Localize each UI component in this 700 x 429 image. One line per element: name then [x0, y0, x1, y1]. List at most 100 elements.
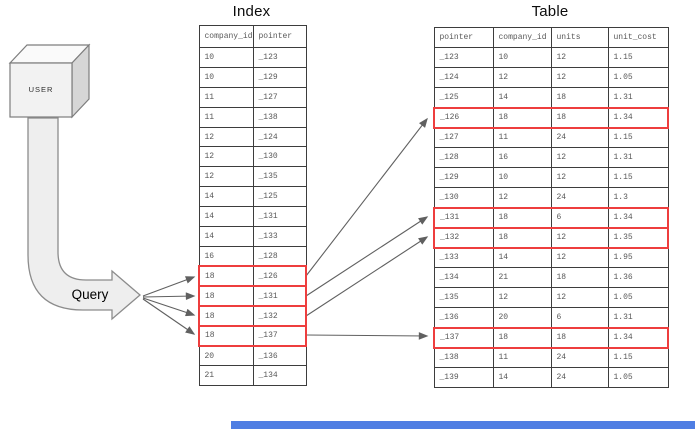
table-cell: _127 [433, 127, 494, 148]
table-cell: 24 [550, 367, 609, 388]
table-cell: 10 [492, 167, 552, 188]
table-cell: _128 [252, 245, 307, 267]
query-fan-arrow-2 [142, 292, 196, 301]
index-table-title: Index [232, 3, 271, 20]
table-cell: 14 [492, 87, 552, 108]
query-arrow-icon [27, 117, 141, 321]
table-cell: 1.31 [607, 87, 669, 108]
highlighted-row: 18_137 [198, 324, 307, 347]
user-label: USER [28, 85, 54, 94]
table-cell: 18 [550, 267, 609, 288]
table-cell: 1.34 [607, 326, 669, 349]
column-header: pointer [433, 27, 494, 48]
table-cell: 6 [550, 307, 609, 328]
table-cell: 11 [492, 347, 552, 368]
table-cell: 1.34 [607, 206, 669, 229]
table-cell: 14 [198, 206, 254, 228]
table-cell: 1.31 [607, 147, 669, 168]
table-cell: 12 [492, 67, 552, 88]
table-cell: 10 [198, 66, 254, 88]
highlighted-row: 18_126 [198, 265, 307, 288]
table-cell: 18 [492, 206, 552, 229]
table-cell: 1.05 [607, 287, 669, 308]
table-cell: 12 [492, 287, 552, 308]
table-cell: 1.15 [607, 127, 669, 148]
table-cell: 21 [492, 267, 552, 288]
table-cell: 12 [492, 187, 552, 208]
table-cell: _136 [252, 345, 307, 367]
table-cell: _124 [433, 67, 494, 88]
table-cell: 1.05 [607, 367, 669, 388]
table-cell: _138 [433, 347, 494, 368]
table-cell: 18 [550, 326, 609, 349]
table-cell: _135 [252, 166, 307, 188]
table-cell: 11 [198, 106, 254, 128]
query-fan-arrow-4 [142, 298, 196, 335]
table-cell: _126 [252, 265, 307, 288]
table-row: 14_131 [198, 206, 307, 228]
table-cell: 10 [492, 47, 552, 68]
table-cell: _133 [433, 247, 494, 268]
table-cell: 18 [492, 106, 552, 129]
user-cube-icon [8, 43, 91, 119]
table-cell: 18 [198, 265, 254, 288]
table-cell: _129 [252, 66, 307, 88]
table-row: 16_128 [198, 245, 307, 267]
table-cell: _131 [252, 206, 307, 228]
query-fan-arrow-3 [142, 297, 196, 317]
query-label: Query [71, 287, 109, 302]
table-cell: 14 [492, 247, 552, 268]
index-to-table-arrow-132 [305, 236, 429, 317]
table-cell: 1.05 [607, 67, 669, 88]
table-cell: _131 [433, 206, 494, 229]
table-row: 14_125 [198, 186, 307, 208]
highlighted-row: 18_131 [198, 285, 307, 308]
table-cell: 1.31 [607, 307, 669, 328]
table-cell: 14 [492, 367, 552, 388]
table-cell: 1.95 [607, 247, 669, 268]
table-row: 12_130 [198, 146, 307, 168]
table-cell: 1.15 [607, 347, 669, 368]
table-cell: 14 [198, 226, 254, 247]
table-cell: 20 [492, 307, 552, 328]
table-row: 14_133 [198, 226, 307, 247]
table-cell: _129 [433, 167, 494, 188]
table-cell: 12 [550, 67, 609, 88]
table-cell: _133 [252, 226, 307, 247]
column-header: units [550, 27, 609, 48]
table-cell: 21 [198, 365, 254, 387]
table-cell: 18 [198, 305, 254, 327]
table-cell: 1.15 [607, 167, 669, 188]
table-cell: _138 [252, 106, 307, 128]
table-row: 21_134 [198, 365, 307, 387]
table-cell: 12 [198, 166, 254, 188]
table-cell: 24 [550, 347, 609, 368]
table-cell: 20 [198, 345, 254, 367]
table-row: 11_127 [198, 86, 307, 108]
table-cell: _134 [252, 365, 307, 387]
table-cell: 16 [492, 147, 552, 168]
table-cell: 1.3 [607, 187, 669, 208]
table-cell: _135 [433, 287, 494, 308]
table-cell: _126 [433, 106, 494, 129]
table-cell: 12 [198, 146, 254, 168]
table-cell: 12 [550, 287, 609, 308]
table-cell: 12 [550, 226, 609, 249]
table-cell: 10 [198, 47, 254, 68]
table-cell: _139 [433, 367, 494, 388]
table-cell: 12 [550, 147, 609, 168]
table-cell: _132 [433, 226, 494, 249]
